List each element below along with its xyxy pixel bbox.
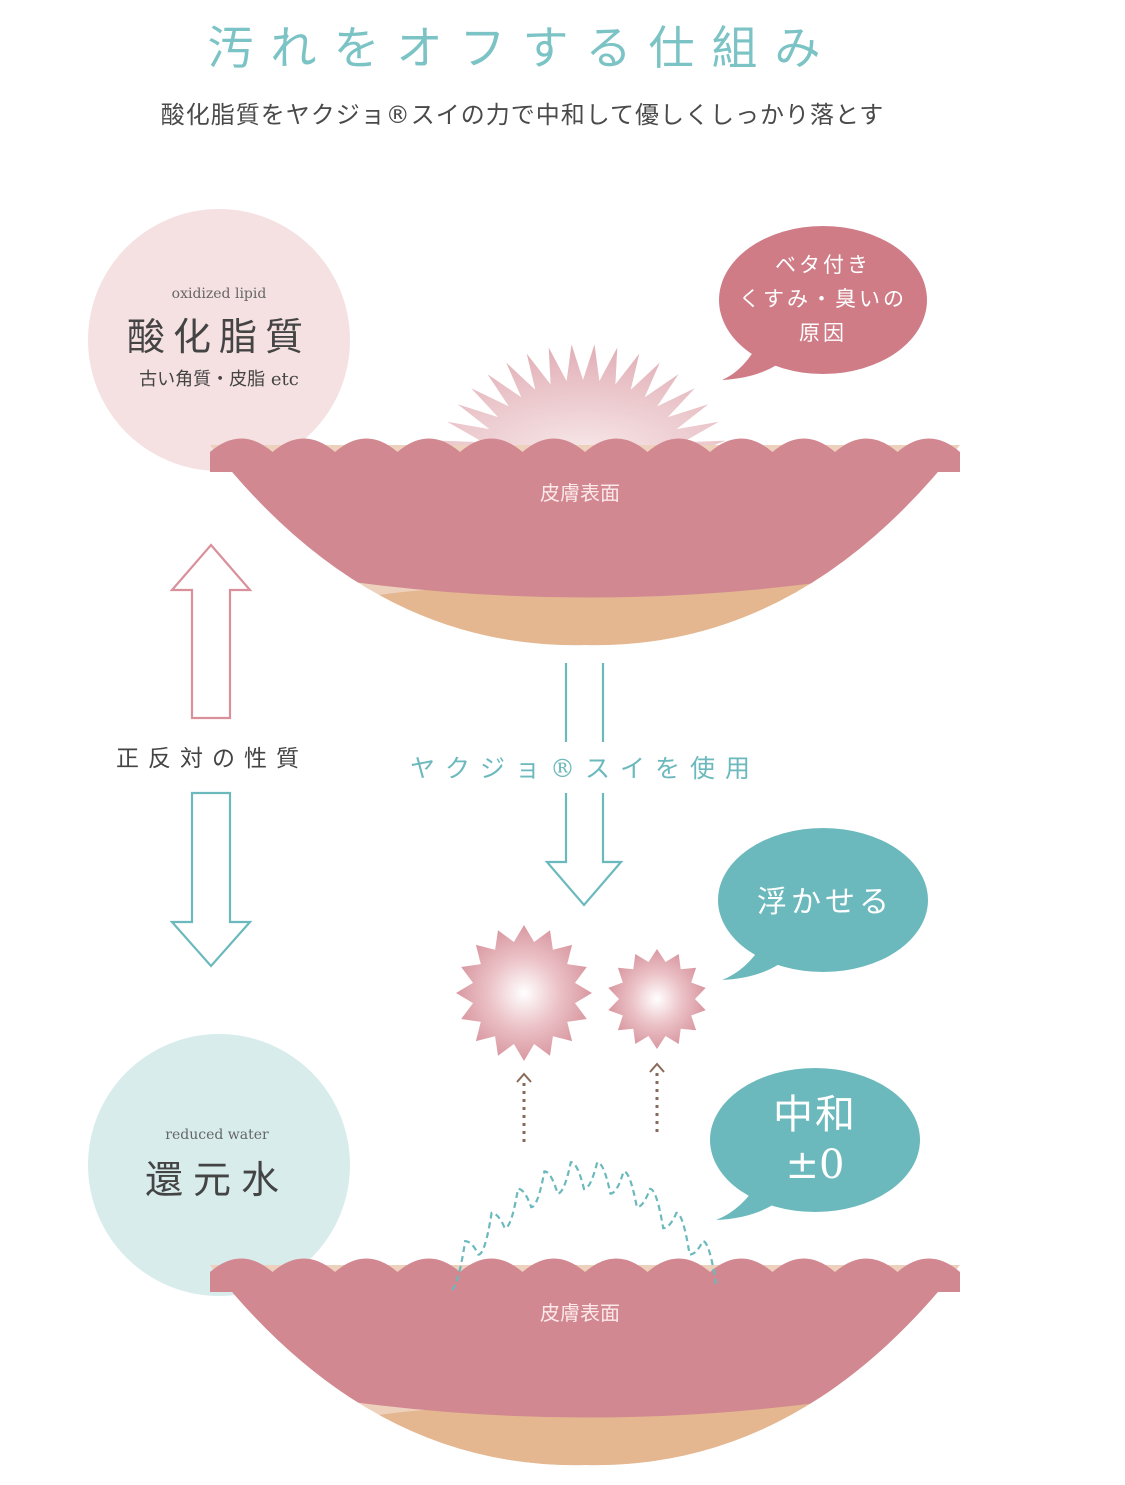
reduced-jp-label: 還元水 <box>145 1158 289 1202</box>
dotted-arrow-right <box>649 1062 665 1137</box>
oxidized-sub-label: 古い角質・皮脂 etc <box>139 369 299 390</box>
reduced-circle-bg <box>88 1034 350 1296</box>
skin-scallop-bottom <box>210 1258 960 1292</box>
oxidized-lipid-burst <box>436 344 730 470</box>
bubble-neutral-line-2: ±0 <box>786 1142 845 1188</box>
arrow-up-outline <box>169 543 253 720</box>
opposite-arrows: 正反対の性質 <box>116 543 308 968</box>
skin-bowl-top: 皮膚表面 <box>210 438 960 646</box>
page-subtitle: 酸化脂質をヤクジョ®スイの力で中和して優しくしっかり落とす <box>160 101 885 129</box>
use-label: ヤクジョ®スイを使用 <box>410 754 760 783</box>
oxidized-en-label: oxidized lipid <box>172 286 267 302</box>
use-arrow: ヤクジョ®スイを使用 <box>410 663 760 907</box>
skin-bowl-bottom: 皮膚表面 <box>210 1258 960 1466</box>
speech-bubble-neutralize: 中和 ±0 <box>710 1068 920 1220</box>
reduced-water-circle: reduced water 還元水 <box>88 1034 350 1296</box>
oxidized-circle-bg <box>88 209 350 471</box>
skin-scallop-top <box>210 438 960 472</box>
skin-label-top: 皮膚表面 <box>540 481 620 505</box>
speech-bubble-cause: ベタ付き くすみ・臭いの 原因 <box>719 226 927 380</box>
reduced-water-wave <box>451 1161 718 1291</box>
dotted-arrow-left <box>516 1072 532 1147</box>
bubble-cause-line-1: ベタ付き <box>775 253 871 277</box>
arrow-down-teal <box>544 793 624 907</box>
oxidized-lipid-circle: oxidized lipid 酸化脂質 古い角質・皮脂 etc <box>88 209 350 471</box>
oxidized-jp-label: 酸化脂質 <box>127 315 311 359</box>
reduced-en-label: reduced water <box>165 1127 269 1143</box>
opposite-label: 正反対の性質 <box>116 746 308 772</box>
lifted-dirt-burst-1 <box>456 925 592 1061</box>
lifted-dirt-burst-2 <box>608 949 706 1049</box>
bubble-neutral-line-1: 中和 <box>773 1092 857 1138</box>
bubble-cause-line-3: 原因 <box>799 321 847 345</box>
speech-bubble-float: 浮かせる <box>718 828 928 980</box>
bubble-cause-line-2: くすみ・臭いの <box>739 287 907 311</box>
arrow-down-outline <box>169 791 253 968</box>
skin-label-bottom: 皮膚表面 <box>540 1301 620 1325</box>
page-title: 汚れをオフする仕組み <box>207 21 838 75</box>
bubble-float-text: 浮かせる <box>757 885 893 920</box>
